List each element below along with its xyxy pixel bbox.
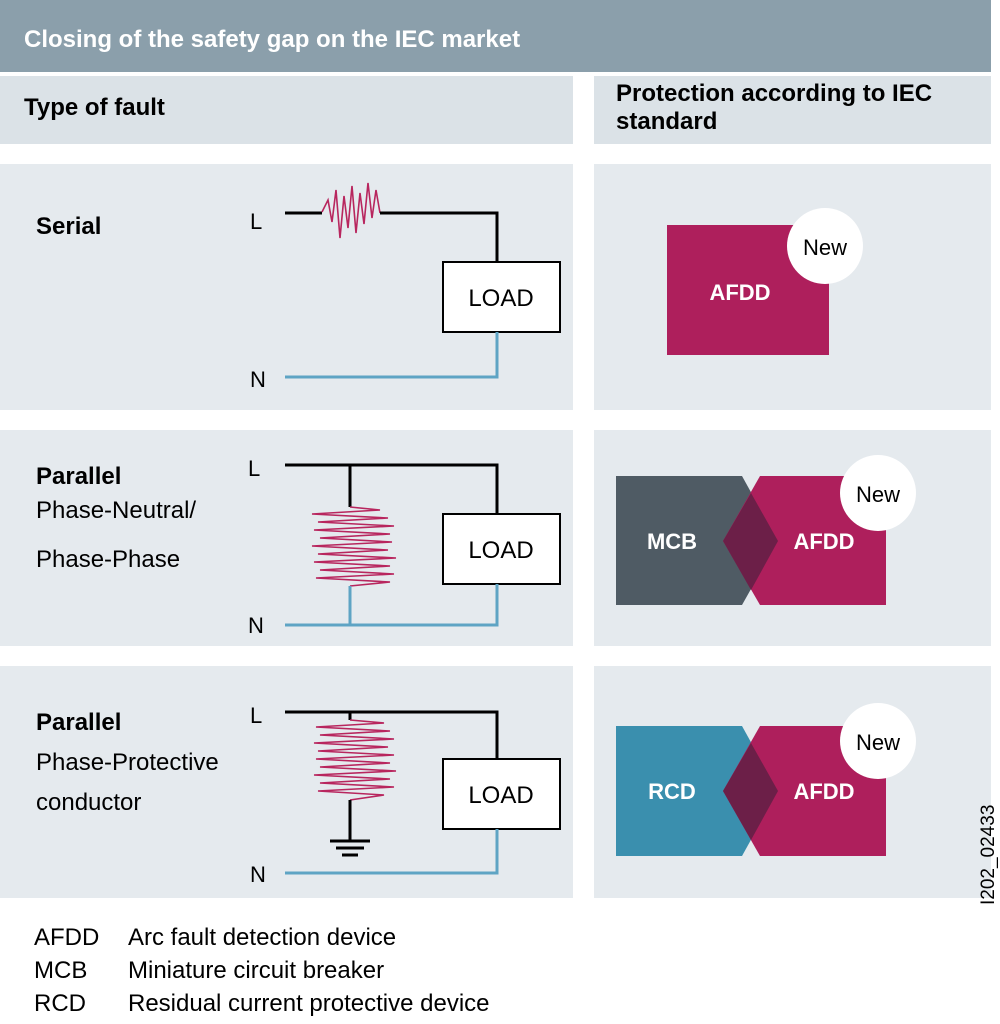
row1-serial-arc [321,182,381,239]
row1-new-label: New [803,235,847,260]
legend-item-mcb: MCB Miniature circuit breaker [34,957,384,985]
row3-circuit: L N LOAD [250,703,561,887]
row2-devices: MCB AFDD New [616,455,916,605]
row3-load-label: LOAD [468,782,533,809]
row2-label-N: N [248,613,264,638]
legend-item-rcd: RCD Residual current protective device [34,990,490,1018]
title-bar: Closing of the safety gap on the IEC mar… [0,0,991,72]
row1-load-label: LOAD [468,285,533,312]
row3-rcd-label: RCD [648,779,696,804]
legend-abbr-afdd: AFDD [34,924,100,951]
row2-subtitle-line2: Phase-Phase [36,546,181,573]
row1-neutral-wire [285,332,499,379]
row2-load-label: LOAD [468,537,533,564]
page-title: Closing of the safety gap on the IEC mar… [24,26,521,53]
row1-title: Serial [36,213,102,240]
row2-afdd-label: AFDD [793,529,854,554]
row2-load-box [442,513,561,585]
row3-new-label: New [856,730,900,755]
row3-rcd-block [616,726,778,856]
row3-subtitle-line1: Phase-Protective [36,749,219,776]
row2-label-L: L [248,456,260,481]
row3-label-L: L [250,703,262,728]
image-id: I202_02433 [978,804,999,905]
legend-item-afdd: AFDD Arc fault detection device [34,924,396,952]
column-header-fault-label: Type of fault [24,94,165,121]
row2-live-wire [285,463,499,514]
row2-neutral-wire [285,584,499,627]
row3-load-box [442,758,561,830]
row2-new-label: New [856,482,900,507]
row2-mcb-block [616,476,778,605]
row1-afdd-label: AFDD [709,280,770,305]
legend-abbr-rcd: RCD [34,990,86,1017]
row3-neutral-wire [285,829,499,875]
row1-circuit: L N LOAD [250,182,561,392]
row3-label-N: N [250,862,266,887]
row3-live-wire [285,710,499,759]
row1-new-badge [787,208,863,284]
column-header-protection-label: Protection according to IEC standard [616,80,933,135]
row3-devices: RCD AFDD New [616,703,916,856]
row2-subtitle-line1: Phase-Neutral/ [36,497,197,524]
row1-load-box [442,261,561,333]
row2-overlap [723,493,778,590]
row3-afdd-label: AFDD [793,779,854,804]
row1-live-wire-b [380,211,499,262]
row3-new-badge [840,703,916,779]
legend-text-rcd: Residual current protective device [128,990,490,1017]
row3-parallel-arc [313,719,397,801]
column-header-fault: Type of fault [0,76,573,144]
row2-circuit: L N LOAD [248,456,561,638]
row2-new-badge [840,455,916,531]
legend-abbr-mcb: MCB [34,957,88,984]
row2-mcb-label: MCB [647,529,697,554]
row2-parallel-arc [311,506,397,587]
legend-text-afdd: Arc fault detection device [128,924,397,951]
legend-text-mcb: Miniature circuit breaker [128,957,385,984]
row1-label-L: L [250,209,262,234]
row3-title: Parallel [36,709,122,736]
ground-icon [330,839,370,857]
row1-label-N: N [250,367,266,392]
column-header-protection: Protection according to IEC standard [594,76,991,144]
row2-title: Parallel [36,463,122,490]
row3-overlap [723,743,778,840]
row3-subtitle-line2: conductor [36,789,142,816]
row1-devices: AFDD New [667,208,863,355]
